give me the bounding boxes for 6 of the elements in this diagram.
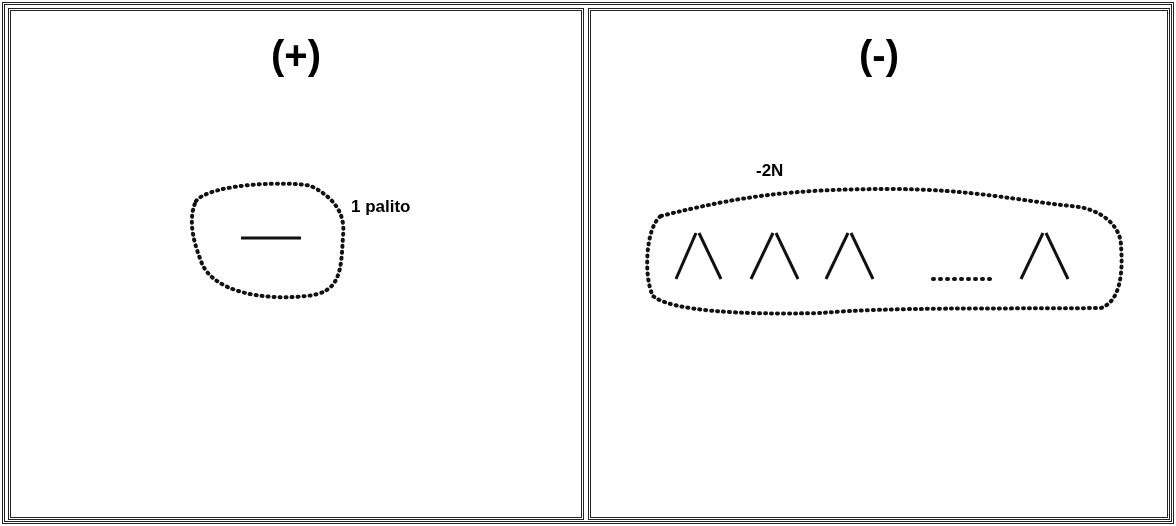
panel — [8, 8, 584, 520]
panel — [588, 8, 1170, 520]
annotation-label: 1 palito — [351, 197, 411, 217]
panel-heading: (+) — [270, 33, 322, 78]
panel-heading: (-) — [858, 33, 900, 78]
annotation-label: -2N — [756, 161, 784, 181]
